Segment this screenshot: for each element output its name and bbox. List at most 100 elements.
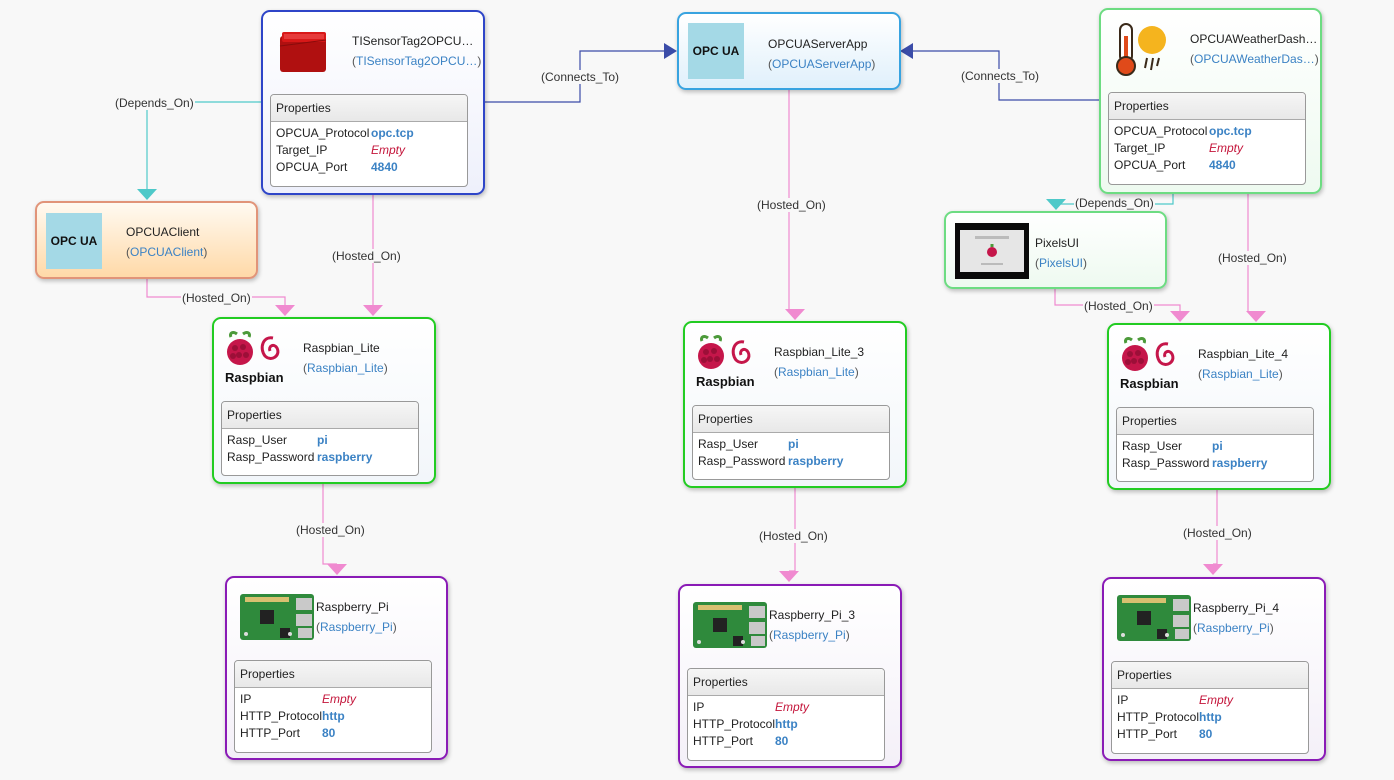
node-type-link[interactable]: Raspbian_Lite bbox=[307, 361, 384, 375]
properties-header: Properties bbox=[688, 669, 884, 696]
prop-key: OPCUA_Protocol bbox=[1114, 124, 1208, 138]
edge-label-hosted-on: (Hosted_On) bbox=[758, 529, 829, 543]
prop-value: http bbox=[322, 709, 345, 723]
prop-key: Rasp_Password bbox=[227, 450, 315, 464]
raspbian-logo-icon: Raspbian bbox=[694, 332, 760, 390]
node-type-link[interactable]: OPCUAWeatherDas… bbox=[1194, 52, 1315, 66]
raspbian-logo-icon: Raspbian bbox=[1118, 334, 1184, 392]
edge-label-hosted-on: (Hosted_On) bbox=[1083, 299, 1154, 313]
prop-value: http bbox=[775, 717, 798, 731]
node-raspberry-pi[interactable]: Raspberry_Pi (Raspberry_Pi) Properties I… bbox=[225, 576, 448, 760]
node-type-link[interactable]: Raspberry_Pi bbox=[320, 620, 393, 634]
node-title: Raspbian_Lite_4 bbox=[1198, 347, 1289, 361]
node-opcua-client[interactable]: OPC UA OPCUAClient (OPCUAClient) bbox=[35, 201, 258, 279]
node-title: OPCUAServerApp bbox=[768, 37, 868, 51]
node-raspbian-lite[interactable]: Raspbian Raspbian_Lite (Raspbian_Lite) P… bbox=[212, 317, 436, 484]
opcua-logo-icon: OPC UA bbox=[688, 23, 744, 79]
node-opcua-weather-dashboard[interactable]: OPCUAWeatherDash… (OPCUAWeatherDas…) Pro… bbox=[1099, 8, 1322, 194]
prop-value: 4840 bbox=[371, 160, 398, 174]
node-type-link[interactable]: Raspberry_Pi bbox=[773, 628, 846, 642]
opcua-logo-icon: OPC UA bbox=[46, 213, 102, 269]
node-type-link[interactable]: OPCUAClient bbox=[130, 245, 204, 259]
prop-value: pi bbox=[1212, 439, 1223, 453]
raspberry-pi-board-icon bbox=[240, 592, 314, 642]
arrowhead-ti-depends bbox=[137, 189, 157, 200]
raspbian-wordmark: Raspbian bbox=[225, 370, 284, 385]
properties-header: Properties bbox=[1117, 408, 1313, 435]
node-type: (PixelsUI) bbox=[1035, 256, 1088, 270]
prop-key: IP bbox=[1117, 693, 1129, 707]
prop-value: Empty bbox=[1199, 693, 1234, 707]
node-type-link[interactable]: Raspbian_Lite bbox=[778, 365, 855, 379]
prop-key: HTTP_Port bbox=[240, 726, 301, 740]
node-pixelsui[interactable]: PixelsUI (PixelsUI) bbox=[944, 211, 1167, 289]
node-raspbian-lite-3[interactable]: Raspbian Raspbian_Lite_3 (Raspbian_Lite)… bbox=[683, 321, 907, 488]
prop-value: 80 bbox=[322, 726, 336, 740]
prop-key: HTTP_Protocol bbox=[1117, 710, 1200, 724]
properties-header: Properties bbox=[271, 95, 467, 122]
node-raspbian-lite-4[interactable]: Raspbian Raspbian_Lite_4 (Raspbian_Lite)… bbox=[1107, 323, 1331, 490]
edge-label-hosted-on: (Hosted_On) bbox=[295, 523, 366, 537]
prop-key: Rasp_User bbox=[1122, 439, 1183, 453]
node-title: Raspberry_Pi bbox=[316, 600, 389, 614]
node-raspberry-pi-3[interactable]: Raspberry_Pi_3 (Raspberry_Pi) Properties… bbox=[678, 584, 902, 768]
node-title: PixelsUI bbox=[1035, 236, 1080, 250]
raspbian-wordmark: Raspbian bbox=[1120, 376, 1179, 391]
prop-key: HTTP_Protocol bbox=[240, 709, 323, 723]
node-type-link[interactable]: OPCUAServerApp bbox=[772, 57, 872, 71]
prop-key: Target_IP bbox=[1114, 141, 1166, 155]
edge-label-hosted-on: (Hosted_On) bbox=[1182, 526, 1253, 540]
pixel-desktop-icon bbox=[955, 223, 1029, 279]
node-opcua-server-app[interactable]: OPC UA OPCUAServerApp (OPCUAServerApp) bbox=[677, 12, 901, 90]
node-title: OPCUAClient bbox=[126, 225, 200, 239]
arrowhead-ti-connects bbox=[664, 43, 677, 59]
node-type-link[interactable]: TISensorTag2OPCU… bbox=[356, 54, 478, 68]
edge-label-depends-on: (Depends_On) bbox=[114, 96, 195, 110]
prop-value: 80 bbox=[1199, 727, 1213, 741]
node-type: (Raspberry_Pi) bbox=[1193, 621, 1274, 635]
node-type: (OPCUAClient) bbox=[126, 245, 208, 259]
prop-value: opc.tcp bbox=[1209, 124, 1252, 138]
prop-value: Empty bbox=[775, 700, 810, 714]
prop-value: raspberry bbox=[317, 450, 373, 464]
node-type: (Raspbian_Lite) bbox=[1198, 367, 1283, 381]
raspbian-wordmark: Raspbian bbox=[696, 374, 755, 389]
prop-key: OPCUA_Port bbox=[276, 160, 348, 174]
node-title: TISensorTag2OPCU… bbox=[352, 34, 474, 48]
prop-key: Rasp_User bbox=[698, 437, 759, 451]
node-type: (Raspbian_Lite) bbox=[303, 361, 388, 375]
prop-key: HTTP_Protocol bbox=[693, 717, 776, 731]
node-raspberry-pi-4[interactable]: Raspberry_Pi_4 (Raspberry_Pi) Properties… bbox=[1102, 577, 1326, 761]
prop-key: HTTP_Port bbox=[693, 734, 754, 748]
prop-value: 4840 bbox=[1209, 158, 1236, 172]
node-type: (Raspberry_Pi) bbox=[316, 620, 397, 634]
edge-label-hosted-on: (Hosted_On) bbox=[756, 198, 827, 212]
properties-header: Properties bbox=[1112, 662, 1308, 689]
node-type-link[interactable]: Raspberry_Pi bbox=[1197, 621, 1270, 635]
edge-label-hosted-on: (Hosted_On) bbox=[331, 249, 402, 263]
node-type: (Raspbian_Lite) bbox=[774, 365, 859, 379]
prop-key: OPCUA_Protocol bbox=[276, 126, 370, 140]
node-title: Raspberry_Pi_3 bbox=[769, 608, 856, 622]
node-title: OPCUAWeatherDash… bbox=[1190, 32, 1318, 46]
node-type-link[interactable]: Raspbian_Lite bbox=[1202, 367, 1279, 381]
node-tisensortag[interactable]: TISensorTag2OPCU… (TISensorTag2OPCU…) Pr… bbox=[261, 10, 485, 195]
raspberry-pi-board-icon bbox=[1117, 593, 1191, 643]
weather-icon bbox=[1111, 20, 1169, 78]
node-title: Raspberry_Pi_4 bbox=[1193, 601, 1280, 615]
prop-value: raspberry bbox=[1212, 456, 1268, 470]
sensortag-icon bbox=[278, 26, 330, 76]
arrowhead-weather-connects bbox=[900, 43, 913, 59]
raspberry-pi-board-icon bbox=[693, 600, 767, 650]
node-type: (OPCUAServerApp) bbox=[768, 57, 876, 71]
prop-key: IP bbox=[693, 700, 705, 714]
prop-key: Rasp_Password bbox=[1122, 456, 1210, 470]
prop-key: Target_IP bbox=[276, 143, 328, 157]
node-type-link[interactable]: PixelsUI bbox=[1039, 256, 1084, 270]
